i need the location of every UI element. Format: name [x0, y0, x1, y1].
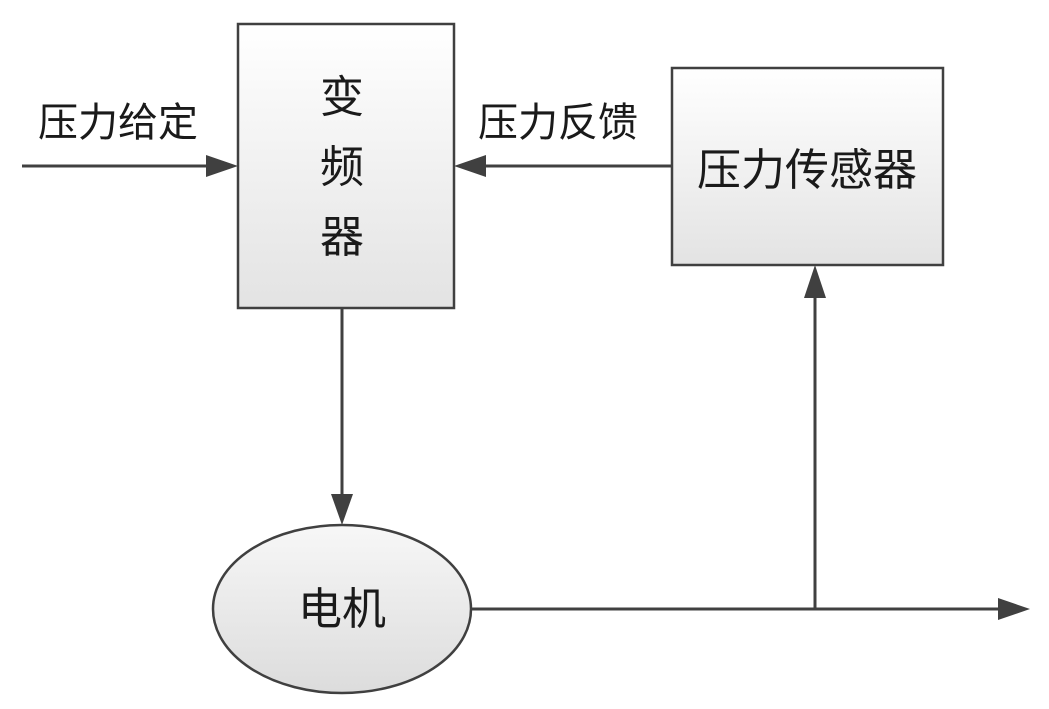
feedback-arrow	[454, 155, 672, 177]
inverter-label-line-1: 变	[320, 72, 364, 123]
motor-output-arrow	[471, 598, 1030, 620]
inverter-block: 变 频 器	[236, 22, 456, 310]
inverter-label-line-3: 器	[320, 212, 364, 263]
feedback-label: 压力反馈	[478, 100, 638, 146]
motor-node: 电机	[211, 523, 473, 695]
feedback-arrowhead	[454, 155, 486, 177]
pressure-sensor-label: 压力传感器	[697, 145, 917, 196]
setpoint-arrow	[22, 155, 238, 177]
motor-output-arrowhead	[998, 598, 1030, 620]
setpoint-label: 压力给定	[38, 100, 198, 146]
sensor-branch-arrowhead	[804, 265, 826, 298]
pressure-sensor-box	[670, 66, 945, 267]
inverter-to-motor-arrowhead	[331, 494, 353, 525]
inverter-label-line-2: 频	[320, 142, 364, 193]
sensor-branch-arrow	[804, 265, 826, 609]
inverter-to-motor-arrow	[331, 308, 353, 525]
setpoint-arrowhead	[206, 155, 238, 177]
motor-label: 电机	[298, 584, 386, 635]
pressure-sensor-block: 压力传感器	[670, 66, 945, 267]
inverter-box	[236, 22, 456, 310]
